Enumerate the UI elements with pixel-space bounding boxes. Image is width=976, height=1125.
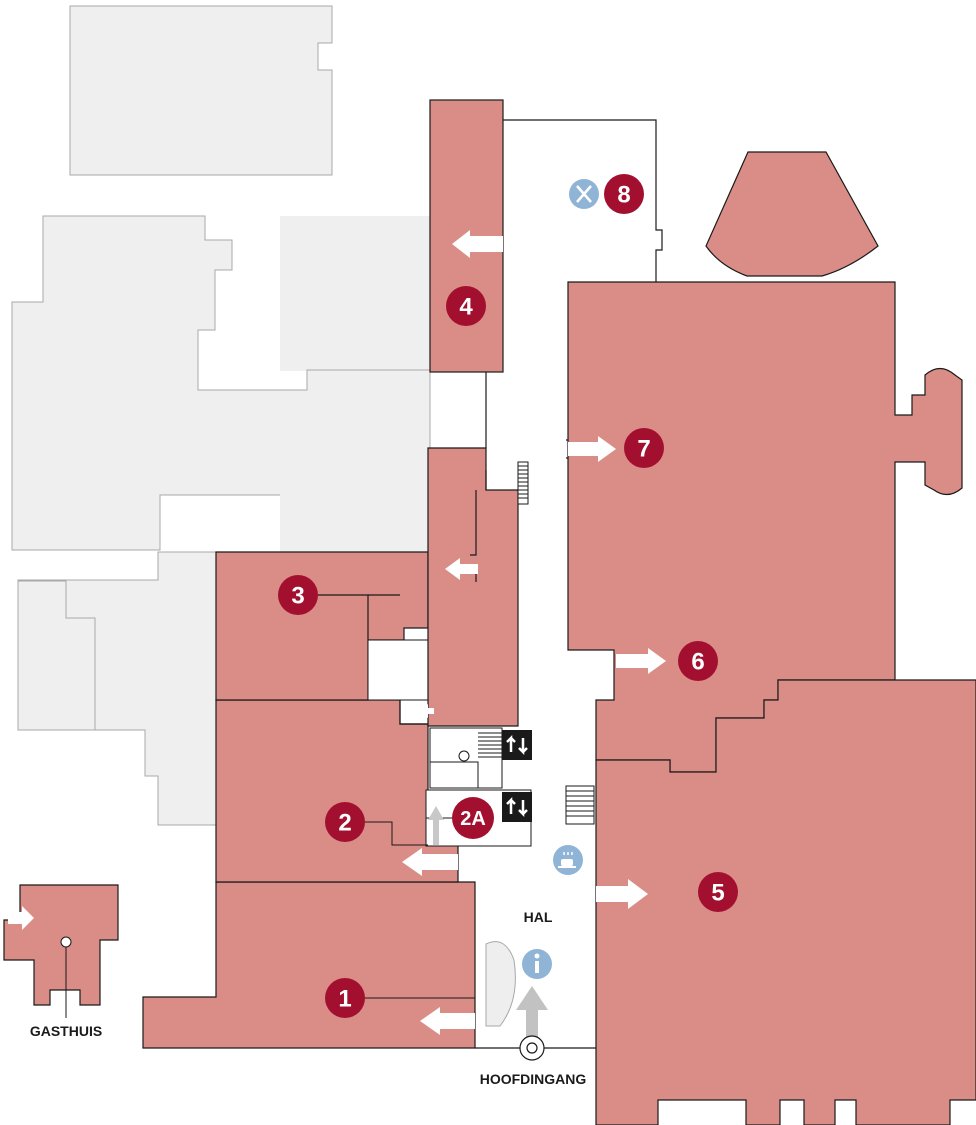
arrow-right-icon [8, 906, 34, 930]
room-5[interactable] [595, 679, 976, 1125]
marker-2-label: 2 [338, 810, 351, 837]
marker-4[interactable]: 4 [446, 286, 486, 326]
marker-8[interactable]: 8 [604, 174, 644, 214]
marker-6-label: 6 [691, 649, 704, 676]
marker-6[interactable]: 6 [678, 641, 718, 681]
gasthuis-label: GASTHUIS [30, 1023, 102, 1039]
passage-room [367, 639, 429, 701]
coffee-icon[interactable] [553, 845, 583, 875]
marker-2[interactable]: 2 [325, 802, 365, 842]
marker-7[interactable]: 7 [624, 428, 664, 468]
lift-icon [502, 792, 532, 822]
neighbor-courtyard-fill [280, 216, 430, 371]
fork-knife-icon[interactable] [569, 179, 599, 209]
neighbor-building-top [69, 5, 333, 176]
arrow-right-icon [568, 436, 616, 462]
arrow-up-icon [428, 806, 444, 845]
arrow-right-icon [596, 879, 648, 909]
marker-1-label: 1 [338, 986, 351, 1013]
info-desk [485, 941, 516, 1027]
arrow-left-icon [452, 230, 503, 258]
stairs-icon [478, 732, 502, 758]
arrow-right-icon [616, 648, 666, 674]
marker-5-label: 5 [711, 880, 724, 907]
marker-1[interactable]: 1 [325, 978, 365, 1018]
marker-8-label: 8 [617, 182, 630, 209]
marker-5[interactable]: 5 [698, 872, 738, 912]
lift-icon [502, 730, 532, 760]
marker-leaders [65, 821, 475, 1018]
stairs-icon [565, 785, 595, 825]
info-icon[interactable] [522, 949, 552, 979]
marker-2a[interactable]: 2A [452, 797, 494, 839]
arrow-left-icon [402, 848, 458, 876]
marker-7-label: 7 [637, 436, 650, 463]
neighbor-buildings [11, 5, 431, 826]
gasthuis-building[interactable] [3, 884, 119, 1006]
arrow-left-icon [420, 704, 434, 718]
hal-label: HAL [524, 909, 553, 925]
room-corridor[interactable] [427, 447, 519, 727]
stairs-icon [517, 461, 529, 505]
marker-3[interactable]: 3 [278, 575, 318, 615]
direction-arrows [8, 230, 666, 1035]
room-1[interactable] [142, 881, 476, 1049]
arrow-left-icon [445, 558, 478, 580]
neighbor-inner-fill [280, 494, 428, 552]
entrance-arrow-icon [516, 986, 548, 1061]
arrow-left-icon [420, 1007, 475, 1035]
hoofdingang-label: HOOFDINGANG [480, 1071, 587, 1087]
marker-3-label: 3 [291, 583, 304, 610]
neighbor-building-left [17, 580, 96, 731]
room-tower[interactable] [705, 151, 879, 277]
neighbor-building-mid [11, 215, 431, 551]
marker-2a-label: 2A [460, 808, 486, 830]
marker-4-label: 4 [459, 294, 473, 321]
